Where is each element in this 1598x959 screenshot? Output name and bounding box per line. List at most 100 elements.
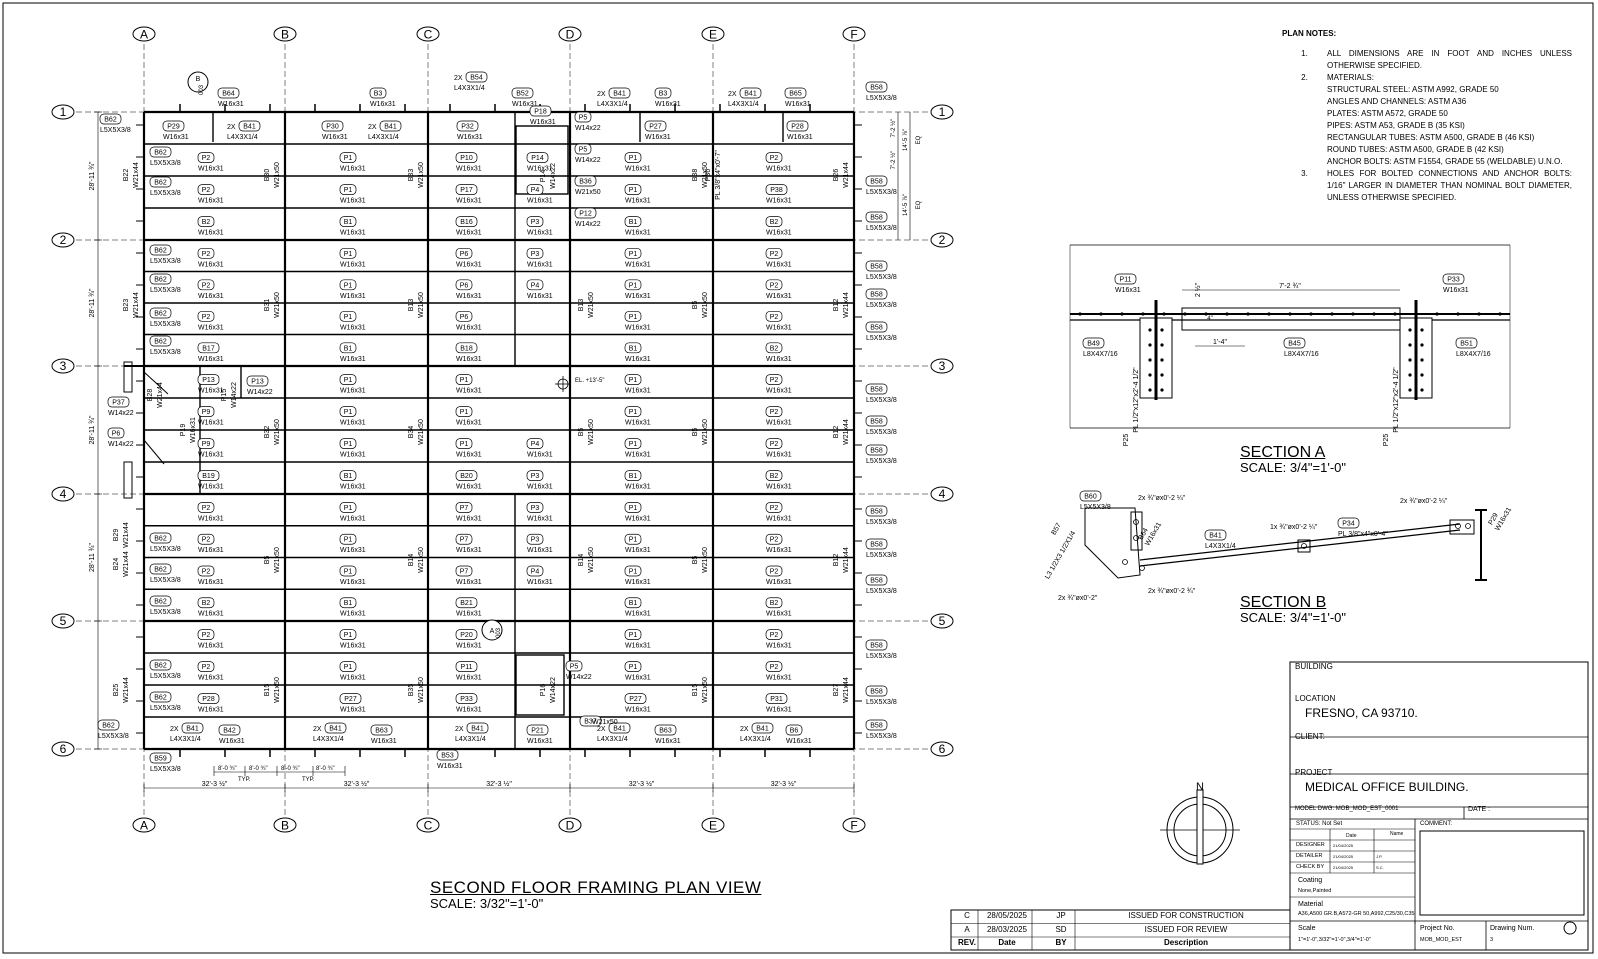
member-size: W16x31 xyxy=(340,707,366,714)
member-size: W16x31 xyxy=(527,452,553,459)
member-tag-box xyxy=(339,247,357,259)
member-tag-box xyxy=(526,279,544,291)
member-size: PL 1/2"x12"x2'-4 1/2" xyxy=(1133,367,1140,433)
member-id: B41 xyxy=(744,91,757,98)
member-id: B1 xyxy=(344,473,353,480)
member-count: 2X xyxy=(597,91,606,98)
revision-cell: JP xyxy=(1056,911,1066,920)
revision-cell: Date xyxy=(998,938,1016,947)
member-size: W16x31 xyxy=(527,261,553,268)
member-id: P2 xyxy=(770,377,779,384)
bolt-hole xyxy=(1148,388,1152,392)
bolt-hole xyxy=(1162,312,1166,316)
checker-date: 21/04/2025 xyxy=(1333,865,1354,870)
plan-note-number: 1. xyxy=(1301,49,1308,58)
revision-cell: ISSUED FOR REVIEW xyxy=(1144,924,1228,934)
member-size: W16x31 xyxy=(218,101,244,108)
section-marker-sheet: 003 xyxy=(496,627,502,638)
member-size: L5X5X3/8 xyxy=(866,95,897,102)
bolt-hole xyxy=(1160,388,1164,392)
dimension-text: 32'-3 ½" xyxy=(202,780,228,788)
member-size: W21x50 xyxy=(702,547,709,573)
member-size: L8X4X7/16 xyxy=(1456,351,1491,358)
member-tag-box xyxy=(455,342,478,354)
member-size: W16x31 xyxy=(456,293,482,300)
bolt-hole xyxy=(1139,565,1145,571)
member-id: P15 xyxy=(221,389,228,402)
member-tag-box xyxy=(339,629,357,640)
date-label: DATE : xyxy=(1468,806,1491,813)
plan-notes: PLAN NOTES: 1.ALL DIMENSIONS ARE IN FOOT… xyxy=(1282,28,1572,204)
member-id: P1 xyxy=(629,568,638,575)
member-id: P4 xyxy=(531,282,540,289)
plan-title: SECOND FLOOR FRAMING PLAN VIEW xyxy=(430,878,762,897)
member-size: L4X3X1/4 xyxy=(1205,543,1236,550)
grid-bubble-top xyxy=(273,26,297,42)
member-size: W16x31 xyxy=(625,643,651,650)
detailer-label: DETAILER xyxy=(1296,853,1323,859)
plan-note-number xyxy=(1282,144,1327,156)
member-size: W16x31 xyxy=(625,547,651,554)
member-id: B27 xyxy=(833,684,840,697)
grid-bubble-right xyxy=(930,486,954,502)
member-tag-box xyxy=(624,342,642,354)
member-tag-box xyxy=(197,661,215,672)
bolt-hole xyxy=(1141,312,1145,316)
member-size: L5X5X3/8 xyxy=(866,397,897,404)
member-size: W21x50 xyxy=(418,547,425,573)
member-id: P1 xyxy=(629,377,638,384)
member-size: W16x31 xyxy=(1115,287,1141,294)
member-id: B58 xyxy=(870,85,883,92)
member-tag-box xyxy=(339,470,357,481)
member-size: W21x50 xyxy=(702,292,709,318)
member-id: P1 xyxy=(629,664,638,671)
member-id: B34 xyxy=(408,426,415,439)
dimension-text: 28'-11 ¾" xyxy=(89,161,96,191)
member-size: W16x31 xyxy=(340,547,366,554)
plan-note-text: PIPES: ASTM A53, GRADE B (35 KSI) xyxy=(1327,121,1465,130)
grid-label-left: 3 xyxy=(60,359,67,373)
member-id: P2 xyxy=(770,632,779,639)
member-size: W16x31 xyxy=(340,452,366,459)
member-size: W14x22 xyxy=(231,382,238,408)
member-size: W16x31 xyxy=(456,420,482,427)
member-id: B12 xyxy=(833,426,840,439)
member-size: L5X5X3/8 xyxy=(150,673,181,680)
member-id: B1 xyxy=(344,600,353,607)
plan-note-number xyxy=(1282,84,1327,96)
section-marker-a xyxy=(481,619,503,641)
member-tag-box xyxy=(370,724,393,736)
plan-note-text: ANGLES AND CHANNELS: ASTM A36 xyxy=(1327,97,1467,106)
member-id: B41 xyxy=(756,726,769,733)
member-id: P1 xyxy=(629,505,638,512)
member-id: B28 xyxy=(147,389,154,402)
member-id: P1 xyxy=(460,409,469,416)
member-id: P13 xyxy=(251,379,264,386)
member-id: P32 xyxy=(461,124,474,131)
member-size: W16x31 xyxy=(340,356,366,363)
grid-label-left: 1 xyxy=(60,105,67,119)
bolt-hole xyxy=(1351,312,1355,316)
member-id: B58 xyxy=(870,723,883,730)
section-marker-b xyxy=(187,71,209,93)
stair-opening xyxy=(515,125,569,195)
member-id: P1 xyxy=(629,409,638,416)
member-size: L5X5X3/8 xyxy=(150,577,181,584)
member-size: L4X3X1/4 xyxy=(597,736,628,743)
member-tag-box xyxy=(624,184,642,195)
member-id: B58 xyxy=(870,419,883,426)
member-id: P13 xyxy=(202,377,215,384)
grid-label-top: F xyxy=(850,28,857,42)
member-id: B58 xyxy=(870,542,883,549)
brace-line xyxy=(143,439,165,465)
plan-note: 2.MATERIALS: xyxy=(1282,72,1572,84)
member-size: L4X3X1/4 xyxy=(455,736,486,743)
bolt-hole xyxy=(1148,328,1152,332)
member-size: W16x31 xyxy=(766,420,792,427)
member-tag-box xyxy=(765,374,783,385)
member-id: P29 xyxy=(167,124,180,131)
plan-note-number xyxy=(1282,96,1327,108)
member-tag-box xyxy=(739,87,762,99)
member-size: W16x31 xyxy=(198,420,224,427)
